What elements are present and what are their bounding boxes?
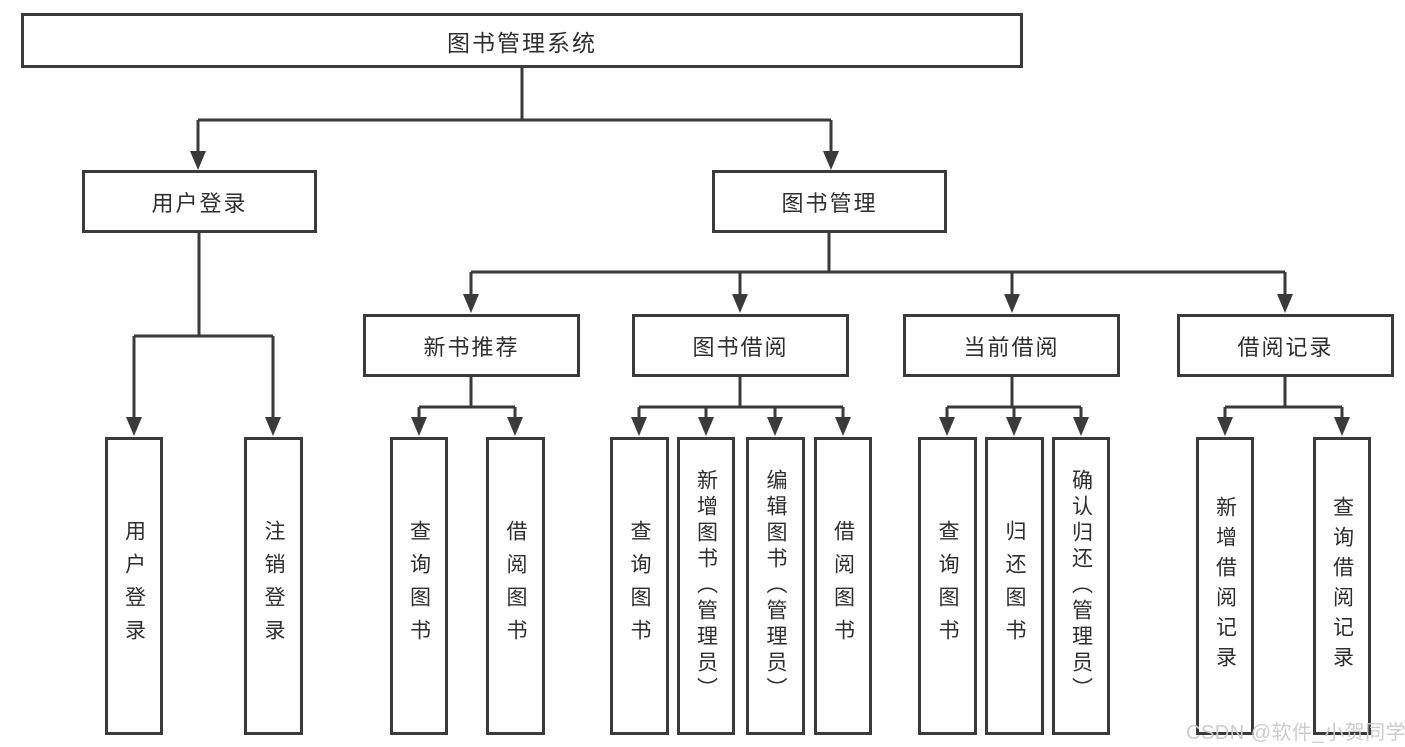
node-label: 图书管理 — [781, 190, 878, 216]
node-label: 借阅图书 — [831, 520, 855, 652]
node-label: 确认归还（管理员） — [1069, 469, 1093, 703]
node-current-borrowing: 当前借阅 — [903, 314, 1120, 377]
node-label: 查询图书 — [936, 520, 959, 652]
node-label: 归还图书 — [1003, 520, 1026, 652]
node-label: 新增图书（管理员） — [694, 469, 718, 703]
csdn-watermark: CSDN @软件_小贺同学 — [1186, 722, 1405, 744]
node-label: 当前借阅 — [963, 334, 1060, 360]
node-user-login: 用户登录 — [82, 170, 317, 233]
node-label: 编辑图书（管理员） — [764, 469, 787, 703]
node-label: 查询图书 — [407, 520, 431, 652]
node-label: 新增借阅记录 — [1213, 496, 1237, 676]
leaf-confirm-return-admin: 确认归还（管理员） — [1052, 437, 1110, 735]
node-label: 图书管理系统 — [447, 29, 597, 56]
leaf-edit-books-admin: 编辑图书（管理员） — [746, 437, 805, 735]
leaf-query-books-2: 查询图书 — [610, 437, 669, 735]
leaf-borrow-books-2: 借阅图书 — [814, 437, 872, 735]
leaf-query-books-3: 查询图书 — [918, 437, 977, 735]
node-label: 查询图书 — [628, 520, 651, 652]
node-borrowing-records: 借阅记录 — [1177, 314, 1394, 377]
node-label: 查询借阅记录 — [1330, 496, 1354, 676]
node-label: 借阅图书 — [504, 520, 527, 652]
node-new-book-recommend: 新书推荐 — [363, 314, 580, 377]
leaf-borrow-books-1: 借阅图书 — [486, 437, 545, 735]
leaf-add-books-admin: 新增图书（管理员） — [677, 437, 735, 735]
leaf-add-borrow-record: 新增借阅记录 — [1196, 437, 1254, 735]
leaf-query-books-1: 查询图书 — [390, 437, 448, 735]
node-library-management-system: 图书管理系统 — [21, 13, 1023, 68]
node-book-management: 图书管理 — [712, 170, 947, 233]
node-label: 用户登录 — [122, 520, 146, 652]
node-book-borrowing: 图书借阅 — [632, 314, 849, 377]
node-label: 用户登录 — [151, 190, 248, 216]
node-label: 图书借阅 — [692, 334, 789, 360]
node-label: 借阅记录 — [1237, 334, 1334, 360]
leaf-return-books: 归还图书 — [985, 437, 1044, 735]
node-label: 新书推荐 — [423, 334, 520, 360]
leaf-logout: 注销登录 — [244, 437, 303, 735]
leaf-user-login: 用户登录 — [105, 437, 163, 735]
leaf-query-borrow-record: 查询借阅记录 — [1313, 437, 1371, 735]
node-label: 注销登录 — [262, 520, 285, 652]
